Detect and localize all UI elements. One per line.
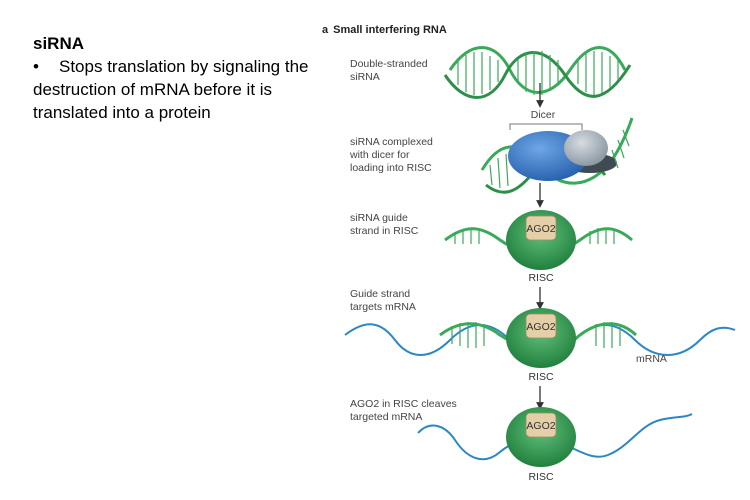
dicer-grey-domain (564, 130, 608, 166)
step-sirna-dicer-complex: siRNA complexed with dicer for loading i… (349, 117, 634, 194)
ago2-protein-1 (525, 215, 557, 241)
step-2-label-line-1: siRNA complexed (350, 136, 433, 148)
panel-letter: a (322, 24, 329, 36)
slide-title: siRNA (33, 34, 85, 53)
step-2-label-line-2: with dicer for (349, 149, 410, 161)
step-1-label-line-2: siRNA (350, 71, 380, 83)
mrna-label: mRNA (636, 353, 667, 365)
cleaved-mrna-right (554, 413, 693, 458)
ago2-protein-3 (525, 412, 557, 438)
risc-label-3: RISC (528, 471, 554, 483)
text-panel: siRNA •Stops translation by signaling th… (33, 33, 323, 124)
step-2-label-line-3: loading into RISC (350, 162, 432, 174)
panel-title: Small interfering RNA (333, 24, 447, 36)
step-ago2-cleaves-mrna: AGO2 in RISC cleaves targeted mRNA AGO2 … (350, 398, 693, 483)
bullet-text: Stops translation by signaling the destr… (33, 57, 309, 122)
step-5-label-line-1: AGO2 in RISC cleaves (350, 398, 457, 410)
step-3-label-line-1: siRNA guide (350, 212, 408, 224)
step-double-stranded-sirna: Double-stranded siRNA (350, 46, 632, 99)
ago2-label-3: AGO2 (526, 420, 555, 432)
step-1-label-line-1: Double-stranded (350, 58, 428, 70)
dicer-bracket (509, 123, 583, 130)
dicer-complex (480, 117, 634, 194)
step-guide-strand-in-risc: siRNA guide strand in RISC AGO2 RISC (350, 210, 633, 284)
risc-label-1: RISC (528, 272, 554, 284)
step-guide-strand-targets-mrna: Guide strand targets mRNA AGO2 RISC mRNA (344, 288, 736, 383)
risc-label-2: RISC (528, 371, 554, 383)
ago2-label-1: AGO2 (526, 223, 555, 235)
step-4-label-line-2: targets mRNA (350, 301, 416, 313)
bullet-marker: • (33, 57, 39, 76)
ago2-protein-2 (525, 313, 557, 339)
double-stranded-sirna-helix (443, 46, 632, 99)
dicer-label: Dicer (531, 109, 556, 121)
step-4-label-line-1: Guide strand (350, 288, 410, 300)
panel-header: a Small interfering RNA (322, 24, 447, 36)
step-3-label-line-2: strand in RISC (350, 225, 419, 237)
step-5-label-line-2: targeted mRNA (350, 411, 422, 423)
ago2-label-2: AGO2 (526, 321, 555, 333)
bullet-point: •Stops translation by signaling the dest… (33, 55, 323, 124)
